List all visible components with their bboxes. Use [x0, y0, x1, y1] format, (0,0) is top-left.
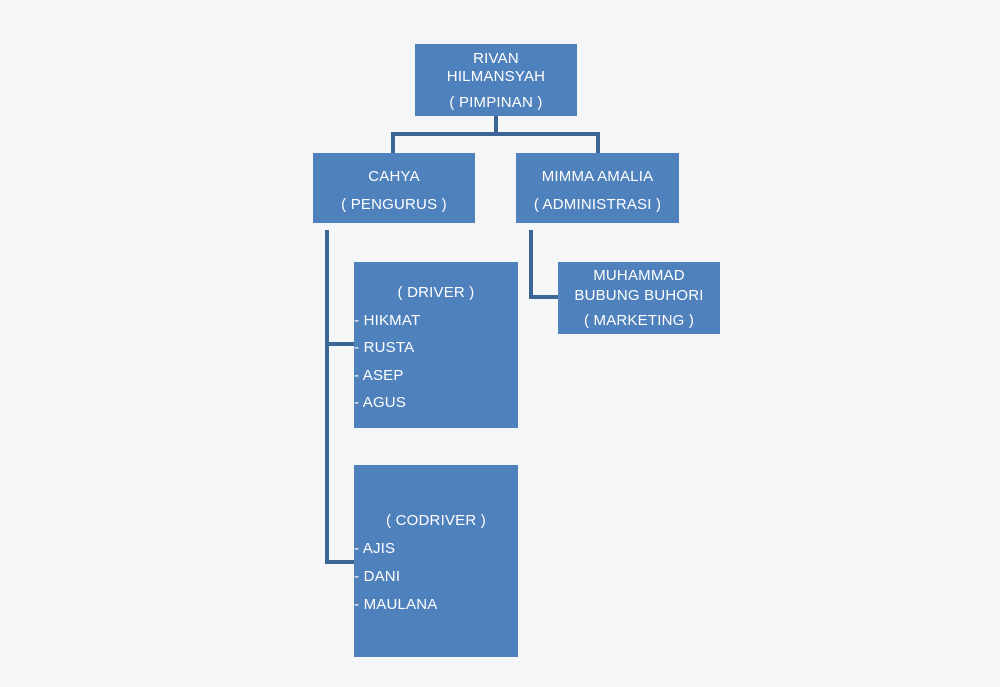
codriver-member: - DANI: [354, 568, 401, 585]
manager-box: CAHYA ( PENGURUS ): [313, 153, 475, 223]
driver-member: - RUSTA: [354, 339, 415, 356]
connector-to-marketing: [529, 230, 560, 299]
marketing-name-line2: BUBUNG BUHORI: [574, 287, 704, 304]
leader-name-line1: RIVAN: [473, 50, 519, 67]
manager-role: ( PENGURUS ): [341, 196, 447, 213]
codrivers-title: ( CODRIVER ): [386, 512, 486, 529]
leader-role: ( PIMPINAN ): [449, 94, 543, 111]
drivers-box: ( DRIVER ) - HIKMAT - RUSTA - ASEP - AGU…: [354, 262, 518, 428]
admin-name: MIMMA AMALIA: [541, 168, 654, 185]
marketing-name-line1: MUHAMMAD: [593, 267, 685, 284]
codrivers-box: ( CODRIVER ) - AJIS - DANI - MAULANA: [354, 465, 518, 657]
driver-member: - AGUS: [354, 394, 407, 411]
drivers-title: ( DRIVER ): [397, 284, 475, 301]
codriver-member: - AJIS: [354, 540, 396, 557]
admin-box: MIMMA AMALIA ( ADMINISTRASI ): [516, 153, 679, 223]
manager-name: CAHYA: [368, 168, 420, 185]
leader-box: RIVAN HILMANSYAH ( PIMPINAN ): [415, 44, 577, 116]
marketing-box: MUHAMMAD BUBUNG BUHORI ( MARKETING ): [558, 262, 720, 334]
driver-member: - HIKMAT: [354, 311, 421, 329]
codriver-member: - MAULANA: [354, 596, 438, 613]
marketing-role: ( MARKETING ): [583, 312, 695, 329]
leader-name-line2: HILMANSYAH: [446, 68, 546, 85]
admin-role: ( ADMINISTRASI ): [533, 196, 662, 213]
driver-member: - ASEP: [354, 366, 404, 384]
